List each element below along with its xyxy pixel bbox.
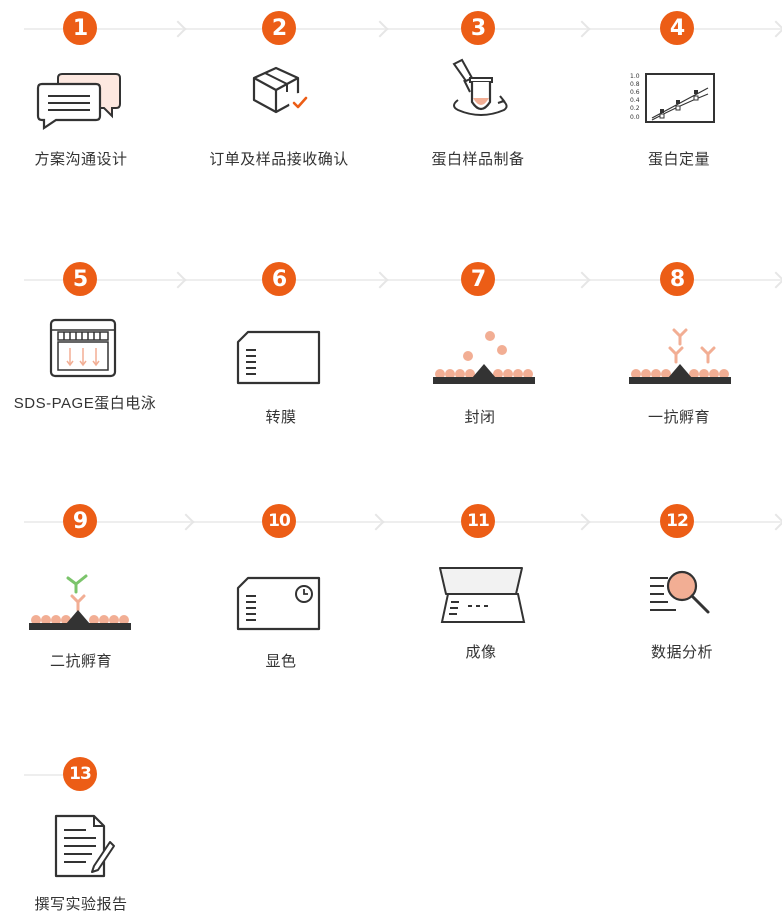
tick-label: 0.4	[630, 97, 640, 104]
step-4-badge: 4	[660, 11, 694, 45]
step-5-label: SDS-PAGE蛋白电泳	[13, 395, 157, 412]
tube-rotation-icon	[452, 58, 508, 116]
chevron-right-icon	[767, 20, 782, 38]
tick-label: 1.0	[630, 73, 640, 80]
report-writing-icon	[54, 814, 115, 878]
imaging-film-icon	[439, 567, 526, 623]
step-12-badge: 12	[660, 504, 694, 538]
package-check-icon	[252, 66, 309, 114]
chevron-right-icon	[573, 513, 591, 531]
tick-label: 0.6	[630, 89, 640, 96]
data-analysis-icon	[650, 570, 710, 614]
step-5-badge: 5	[63, 262, 97, 296]
connector-row-3	[24, 521, 782, 523]
chevron-right-icon	[169, 271, 187, 289]
chevron-right-icon	[573, 20, 591, 38]
step-9-badge: 9	[63, 504, 97, 538]
step-7-label: 封闭	[464, 409, 496, 426]
step-6-label: 转膜	[265, 409, 297, 426]
blocking-icon	[433, 331, 535, 384]
standard-curve-icon: 1.0 0.8 0.6 0.4 0.2 0.0	[630, 73, 715, 123]
chevron-right-icon	[767, 271, 782, 289]
step-1-badge: 1	[63, 11, 97, 45]
step-1-label: 方案沟通设计	[34, 151, 128, 168]
chevron-right-icon	[367, 513, 385, 531]
step-3-badge: 3	[461, 11, 495, 45]
step-7-badge: 7	[461, 262, 495, 296]
step-10-badge: 10	[262, 504, 296, 538]
connector-row-1	[24, 28, 782, 30]
step-13-label: 撰写实验报告	[34, 896, 128, 913]
tick-label: 0.2	[630, 105, 640, 112]
chevron-right-icon	[177, 513, 195, 531]
chevron-right-icon	[169, 20, 187, 38]
chevron-right-icon	[371, 20, 389, 38]
step-8-label: 一抗孵育	[647, 409, 711, 426]
step-6-badge: 6	[262, 262, 296, 296]
step-3-label: 蛋白样品制备	[431, 151, 525, 168]
step-9-label: 二抗孵育	[49, 653, 113, 670]
primary-antibody-icon	[629, 328, 731, 384]
step-10-label: 显色	[265, 653, 297, 670]
gel-electrophoresis-icon	[49, 318, 117, 378]
step-2-label: 订单及样品接收确认	[209, 151, 349, 168]
tick-label: 0.0	[630, 114, 640, 121]
step-11-label: 成像	[465, 644, 497, 661]
step-13-badge: 13	[63, 757, 97, 791]
tick-label: 0.8	[630, 81, 640, 88]
step-8-badge: 8	[660, 262, 694, 296]
step-4-label: 蛋白定量	[647, 151, 711, 168]
step-11-badge: 11	[461, 504, 495, 538]
secondary-antibody-icon	[29, 574, 131, 630]
chat-bubbles-icon	[36, 73, 121, 131]
connector-row-4	[24, 774, 84, 776]
chevron-right-icon	[767, 513, 782, 531]
development-timer-icon	[236, 576, 321, 631]
chevron-right-icon	[573, 271, 591, 289]
chevron-right-icon	[371, 271, 389, 289]
step-12-label: 数据分析	[650, 644, 714, 661]
step-2-badge: 2	[262, 11, 296, 45]
connector-row-2	[24, 279, 782, 281]
membrane-icon	[236, 330, 321, 385]
